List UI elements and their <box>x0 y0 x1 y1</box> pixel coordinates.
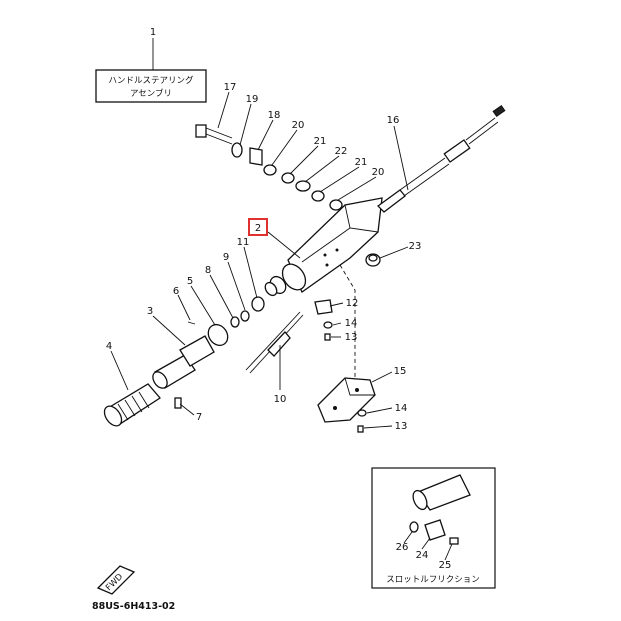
label-part-13a: 13 <box>345 332 358 343</box>
label-part-1: 1 <box>150 27 156 38</box>
label-part-26: 26 <box>396 542 409 553</box>
inset-caption: スロットルフリクション <box>386 575 480 585</box>
label-part-15: 15 <box>394 366 407 377</box>
label-part-14a: 14 <box>345 318 358 329</box>
leader-lines <box>110 91 453 561</box>
label-part-16: 16 <box>387 115 400 126</box>
shaft-and-bracket <box>245 299 333 374</box>
label-part-8: 8 <box>205 265 211 276</box>
label-part-10: 10 <box>274 394 287 405</box>
label-part-13b: 13 <box>395 421 408 432</box>
title-line-2: アセンブリ <box>130 88 172 99</box>
reference-line <box>339 264 356 380</box>
label-part-21a: 21 <box>314 136 327 147</box>
label-part-11: 11 <box>237 237 250 248</box>
grip-assembly <box>103 296 265 427</box>
label-part-17: 17 <box>224 82 237 93</box>
inset-throttle-friction: スロットルフリクション <box>371 467 496 589</box>
label-part-2: 2 <box>255 223 261 234</box>
bracket-15 <box>317 377 376 433</box>
steering-handle-arm <box>264 197 383 297</box>
part-labels: 1 17 19 18 20 21 22 21 20 16 23 2 11 9 8… <box>106 27 452 571</box>
label-part-18: 18 <box>268 110 281 121</box>
label-part-14b: 14 <box>395 403 408 414</box>
label-part-9: 9 <box>223 252 229 263</box>
label-part-6: 6 <box>173 286 179 297</box>
top-fasteners <box>195 124 343 211</box>
drawing-code: 88US-6H413-02 <box>92 601 175 612</box>
label-part-21b: 21 <box>355 157 368 168</box>
label-part-20a: 20 <box>292 120 305 131</box>
label-part-22: 22 <box>335 146 348 157</box>
label-part-19: 19 <box>246 94 259 105</box>
label-part-3: 3 <box>147 306 153 317</box>
highlight-box <box>248 218 268 236</box>
throttle-cable <box>377 104 506 213</box>
label-part-12: 12 <box>346 298 359 309</box>
title-box: ハンドルステアリング アセンブリ <box>95 38 207 103</box>
label-part-20b: 20 <box>372 167 385 178</box>
nut-23 <box>365 253 381 267</box>
label-part-24: 24 <box>416 550 429 561</box>
label-part-5: 5 <box>187 276 193 287</box>
label-part-7: 7 <box>196 412 202 423</box>
fwd-arrow-icon: FWD <box>96 565 136 595</box>
title-line-1: ハンドルステアリング <box>108 75 194 86</box>
label-part-25: 25 <box>439 560 452 571</box>
label-part-23: 23 <box>409 241 422 252</box>
label-part-4: 4 <box>106 341 112 352</box>
